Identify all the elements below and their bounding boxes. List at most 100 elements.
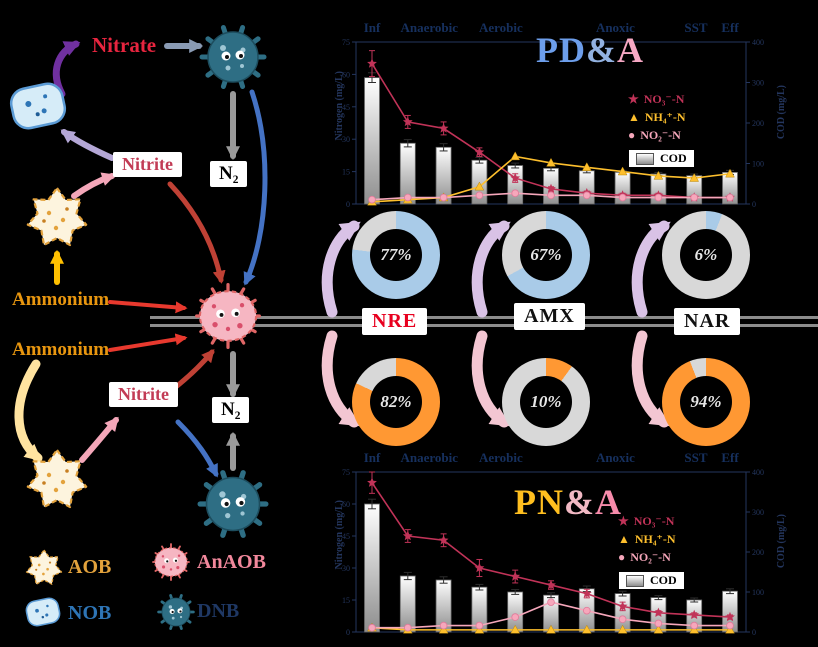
microbial-pathway-diagram: [7, 0, 330, 630]
triangle-marker-icon: [581, 162, 592, 171]
chart-title-part: A: [617, 30, 644, 70]
chart-title-part: &: [586, 30, 617, 70]
stage-label-sst: SST: [684, 20, 708, 35]
legend-label: NH₄⁺-N: [644, 110, 686, 124]
chart-title-part: PD: [536, 30, 586, 70]
donut-hole: 6%: [680, 229, 732, 281]
left-axis-label: Nitrogen (mg/L): [334, 71, 345, 141]
arrow-ammonium-to-aob-bottom: [14, 359, 43, 463]
triangle-marker-icon: [653, 624, 664, 634]
star-marker-icon: [510, 172, 521, 183]
circle-marker-icon: [475, 621, 484, 630]
legend-entry: ▲ NH₄⁺-N: [618, 532, 685, 547]
legend-label: NO₃⁻-N: [643, 92, 685, 106]
donut-nar-pda: 6%: [662, 211, 750, 299]
donut-hole: 67%: [520, 229, 572, 281]
stage-label-aerobic: Aerobic: [478, 450, 523, 465]
circle-marker-icon: [439, 621, 448, 630]
star-marker-icon: [510, 571, 521, 581]
left-tick-label: 30: [342, 564, 350, 573]
chart-title-part: PN: [514, 482, 564, 522]
left-tick-label: 30: [342, 135, 350, 144]
legend-entry: ★NO₃⁻-N: [628, 92, 695, 107]
circle-marker-icon: [690, 621, 699, 630]
triangle-marker-icon: ▲: [618, 532, 630, 546]
left-tick-label: 60: [342, 70, 350, 79]
stage-label-sst: SST: [684, 450, 708, 465]
legend-label-aob: AOB: [68, 556, 112, 578]
donut-nre-pna: 82%: [352, 358, 440, 446]
legend-entry: ● NO₂⁻-N: [618, 550, 685, 565]
left-tick-label: 15: [342, 596, 350, 605]
triangle-marker-icon: [617, 624, 628, 634]
nitrite-label-bottom: Nitrite: [109, 382, 178, 407]
legend-label: NO₂⁻-N: [630, 550, 671, 564]
donut-percent: 6%: [694, 245, 718, 264]
triangle-marker-icon: [653, 170, 664, 180]
circle-marker-icon: [726, 193, 734, 202]
legend-entry-cod: COD: [618, 571, 685, 590]
legend-label-nob: NOB: [68, 602, 112, 624]
arrow-nitrite-to-anaob-bottom: [169, 349, 215, 393]
circle-marker-icon: [618, 615, 627, 624]
cod-swatch-icon: [626, 574, 644, 587]
n2-label-top: N₂: [210, 161, 248, 187]
circle-marker-icon: [654, 619, 663, 628]
chart-legend: ★NO₃⁻-N ▲ NH₄⁺-N ● NO₂⁻-N COD: [618, 514, 685, 590]
right-tick-label: 100: [752, 588, 764, 597]
right-tick-label: 300: [752, 79, 764, 88]
star-marker-icon: [438, 535, 449, 545]
circle-marker-icon: [511, 189, 520, 198]
stage-label-anoxic: Anoxic: [595, 20, 635, 35]
circle-marker-icon: ●: [618, 550, 626, 564]
circle-marker-icon: [726, 621, 734, 630]
process-arrow-up: [631, 220, 671, 318]
star-marker-icon: [367, 58, 377, 68]
stage-label-eff: Eff: [721, 450, 739, 465]
legend-entry-cod: COD: [628, 149, 695, 168]
right-tick-label: 0: [752, 628, 756, 637]
donut-percent: 67%: [530, 245, 562, 264]
anaob-microbe-icon: [195, 283, 261, 349]
star-marker-icon: [367, 477, 377, 487]
donut-percent: 77%: [380, 245, 412, 264]
left-tick-label: 45: [342, 532, 350, 541]
donut-hole: 77%: [370, 229, 422, 281]
donut-hole: 82%: [370, 376, 422, 428]
legend-entry: ★NO₃⁻-N: [618, 514, 685, 529]
legend-label: NH₄⁺-N: [634, 532, 676, 546]
divider-line-bottom: [150, 324, 818, 327]
cod-bar: [507, 165, 524, 205]
left-tick-label: 60: [342, 500, 350, 509]
stage-label-inf: Inf: [363, 20, 381, 35]
arrow-nob-to-nitrate: [52, 40, 81, 98]
circle-marker-icon: [582, 191, 591, 200]
donut-nre-pda: 77%: [352, 211, 440, 299]
right-axis-label: COD (mg/L): [776, 85, 787, 140]
donut-percent: 94%: [690, 392, 722, 411]
circle-marker-icon: [618, 193, 627, 202]
circle-marker-icon: [511, 613, 520, 621]
ammonium-label-2: Ammonium: [12, 339, 110, 360]
triangle-marker-icon: [546, 624, 556, 634]
circle-marker-icon: [439, 193, 448, 202]
circle-marker-icon: [547, 598, 555, 606]
right-tick-label: 400: [752, 38, 764, 47]
circle-marker-icon: [404, 623, 412, 632]
stage-label-anaerobic: Anaerobic: [400, 450, 459, 465]
chart-title-part: &: [564, 482, 595, 522]
legend-label: NO₂⁻-N: [640, 128, 681, 142]
stage-label-inf: Inf: [363, 450, 381, 465]
arrow-nitrite-to-nob: [60, 129, 115, 161]
right-tick-label: 0: [752, 200, 756, 209]
dnb-microbe-icon-top: [202, 28, 264, 87]
nitrate-label: Nitrate: [92, 33, 157, 57]
triangle-marker-icon: [510, 151, 521, 161]
donut-hole: 10%: [520, 376, 572, 428]
legend-entry: ●NO₂⁻-N: [628, 128, 695, 143]
nob-legend-icon: [23, 595, 63, 629]
star-marker-icon: [402, 530, 413, 541]
legend-entry: ▲NH₄⁺-N: [628, 110, 695, 125]
